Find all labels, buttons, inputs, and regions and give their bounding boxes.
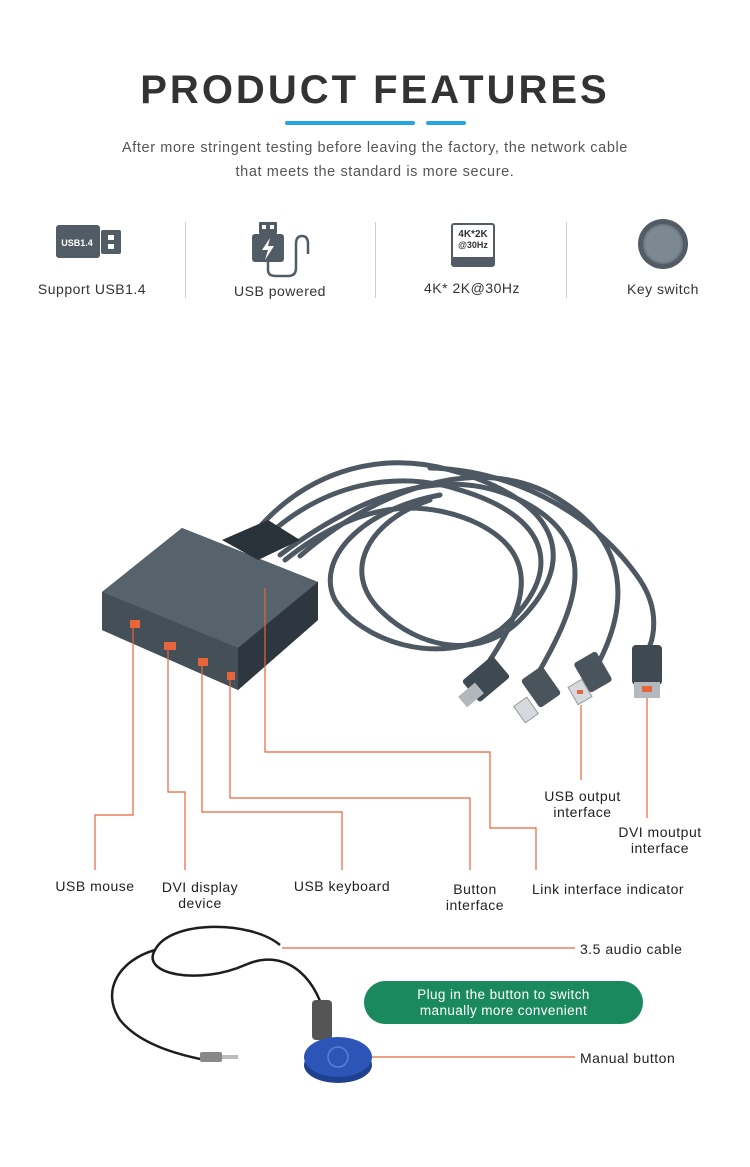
callout-usb-output: USB output interface: [544, 788, 621, 820]
pill-line-1: Plug in the button to switch: [417, 987, 590, 1002]
callout-link-indicator: Link interface indicator: [531, 881, 685, 897]
callout-lines: [94, 588, 648, 1058]
feature-divider: [185, 222, 186, 298]
info-pill: Plug in the button to switch manually mo…: [364, 981, 643, 1024]
kvm-switch-box: [102, 520, 318, 690]
port-usb-keyboard: [198, 658, 208, 666]
usb-powered-icon: [248, 220, 312, 283]
feature-label-4k: 4K* 2K@30Hz: [424, 280, 520, 296]
feature-divider: [566, 222, 567, 298]
callout-manual-button: Manual button: [580, 1050, 676, 1066]
callout-dvi-display: DVI display device: [161, 879, 239, 911]
port-button: [227, 672, 235, 680]
feature-label-usb-powered: USB powered: [234, 283, 326, 299]
4k-icon: 4K*2K @30Hz: [451, 223, 495, 272]
usb-connector-2: [567, 651, 612, 706]
subtitle-line-2: that meets the standard is more secure.: [235, 164, 515, 180]
kvm-device-illustration: [94, 460, 662, 1083]
title-underline-right: [426, 121, 466, 125]
hdmi-connector-2: [632, 645, 662, 698]
4k-icon-text-1: 4K*2K: [458, 229, 488, 240]
cable-bundle: [242, 460, 657, 673]
usb-icon-text: USB1.4: [61, 238, 93, 248]
port-usb-mouse: [130, 620, 140, 628]
callout-button-interface: Button interface: [445, 881, 505, 913]
4k-icon-text-2: @30Hz: [458, 240, 488, 250]
pill-line-2: manually more convenient: [419, 1003, 588, 1018]
port-dvi: [164, 642, 176, 650]
audio-cable: [110, 925, 327, 1062]
feature-label-key-switch: Key switch: [627, 281, 699, 297]
manual-button-device: [304, 1000, 372, 1083]
callout-usb-keyboard: USB keyboard: [293, 878, 391, 894]
audio-jack: [200, 1052, 238, 1062]
callout-usb-mouse: USB mouse: [55, 878, 135, 894]
callout-audio-cable: 3.5 audio cable: [580, 941, 683, 957]
title-underline-left: [285, 121, 415, 125]
callout-dvi-output: DVI moutput interface: [618, 824, 702, 856]
feature-label-usb14: Support USB1.4: [37, 281, 147, 297]
usb-1-4-icon: USB1.4: [56, 222, 124, 267]
subtitle-line-1: After more stringent testing before leav…: [122, 140, 628, 156]
page-title: PRODUCT FEATURES: [140, 68, 610, 112]
hdmi-connector-1: [458, 656, 510, 708]
key-switch-icon: [637, 218, 689, 275]
feature-divider: [375, 222, 376, 298]
usb-connector-1: [513, 666, 561, 724]
subtitle: After more stringent testing before leav…: [60, 136, 690, 184]
